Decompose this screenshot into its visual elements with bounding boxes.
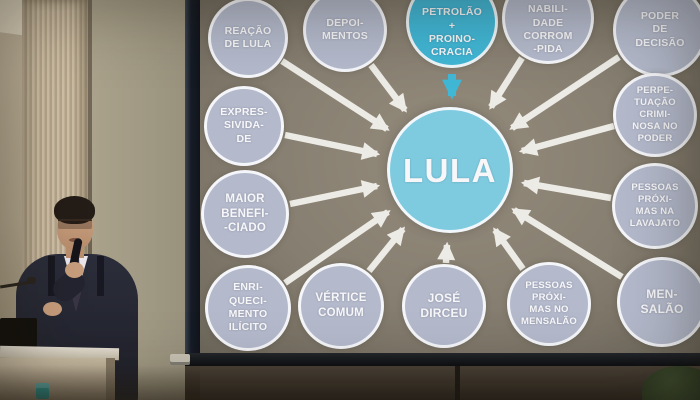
bubble-jose-dirceu: JOSÉ DIRCEU (402, 264, 486, 348)
arrow-mensalao (511, 207, 624, 280)
arrow-poder (509, 54, 621, 131)
center-bubble-label: LULA (403, 151, 497, 189)
bubble-vertice-comum: VÉRTICE COMUM (298, 263, 384, 349)
arrow-pessoas-mensalao (492, 227, 526, 271)
arrow-jose-dirceu (437, 241, 456, 264)
bubble-label: PODER DE DECISÃO (635, 9, 685, 49)
arrow-vertice (366, 226, 406, 274)
bubble-label: NABILI- DADE CORROM -PIDA (523, 3, 573, 56)
arrow-enriquecimento (283, 209, 391, 286)
bubble-pessoas-proximas-lavajato: PESSOAS PRÓXI- MAS NA LAVAJATO (612, 163, 698, 249)
bubble-label: MAIOR BENEFI- -CIADO (221, 192, 269, 235)
gooseneck-mic-head (27, 277, 36, 284)
bubble-label: JOSÉ DIRCEU (420, 290, 468, 320)
projected-slide: REAÇÃO DE LULA DEPOI- MENTOS PETROLÃO + … (200, 0, 700, 353)
bubble-label: PETROLÃO + PROINO- CRACIA (422, 6, 482, 59)
furniture-seam (455, 366, 460, 400)
bubble-label: ENRI- QUECI- MENTO ILÍCITO (228, 281, 268, 334)
bubble-depoimentos: DEPOI- MENTOS (303, 0, 387, 72)
bubble-label: PESSOAS PRÓXI- MAS NO MENSALÃO (521, 279, 577, 328)
arrow-governabilidade (488, 56, 525, 110)
bubble-label: REAÇÃO DE LULA (224, 24, 272, 50)
floor-shadow (0, 365, 200, 400)
bubble-label: VÉRTICE COMUM (315, 292, 367, 319)
right-hand (65, 262, 84, 278)
bubble-label: MEN- SALÃO (640, 286, 684, 316)
left-hand (43, 302, 62, 316)
screen-left-frame (185, 0, 200, 367)
bubble-mensalao: MEN- SALÃO (617, 257, 700, 347)
area-below-screen (185, 366, 700, 400)
center-bubble-lula: LULA (387, 107, 513, 233)
screen-pull-handle (170, 354, 190, 365)
arrow-lavajato (520, 176, 612, 202)
suit-lapel (48, 256, 104, 296)
bubble-label: PERPE- TUAÇÃO CRIMI- NOSA NO PODER (632, 84, 678, 145)
bubble-pessoas-proximas-mensalao: PESSOAS PRÓXI- MAS NO MENSALÃO (507, 262, 591, 346)
bubble-maior-beneficiado: MAIOR BENEFI- -CIADO (201, 170, 289, 258)
arrow-layer (280, 54, 624, 286)
bubble-label: EXPRES- SIVIDA- DE (220, 105, 268, 145)
arrow-maior (289, 180, 381, 208)
arrow-reacao (280, 58, 390, 132)
bubble-perpetuacao-criminosa: PERPE- TUAÇÃO CRIMI- NOSA NO PODER (613, 73, 697, 157)
bubble-reacao-de-lula: REAÇÃO DE LULA (208, 0, 288, 78)
bubble-label: PESSOAS PRÓXI- MAS NA LAVAJATO (629, 181, 681, 230)
arrow-perpetuacao (518, 122, 615, 156)
screen-bottom-bar (185, 353, 700, 366)
bubble-enriquecimento-ilicito: ENRI- QUECI- MENTO ILÍCITO (205, 265, 291, 351)
bubble-poder-de-decisao: PODER DE DECISÃO (613, 0, 700, 77)
arrow-depoimentos (368, 63, 408, 113)
arrow-expressividade (284, 131, 381, 160)
bubble-label: DEPOI- MENTOS (322, 16, 368, 42)
bubble-expressividade: EXPRES- SIVIDA- DE (204, 86, 284, 166)
glasses (58, 219, 92, 229)
